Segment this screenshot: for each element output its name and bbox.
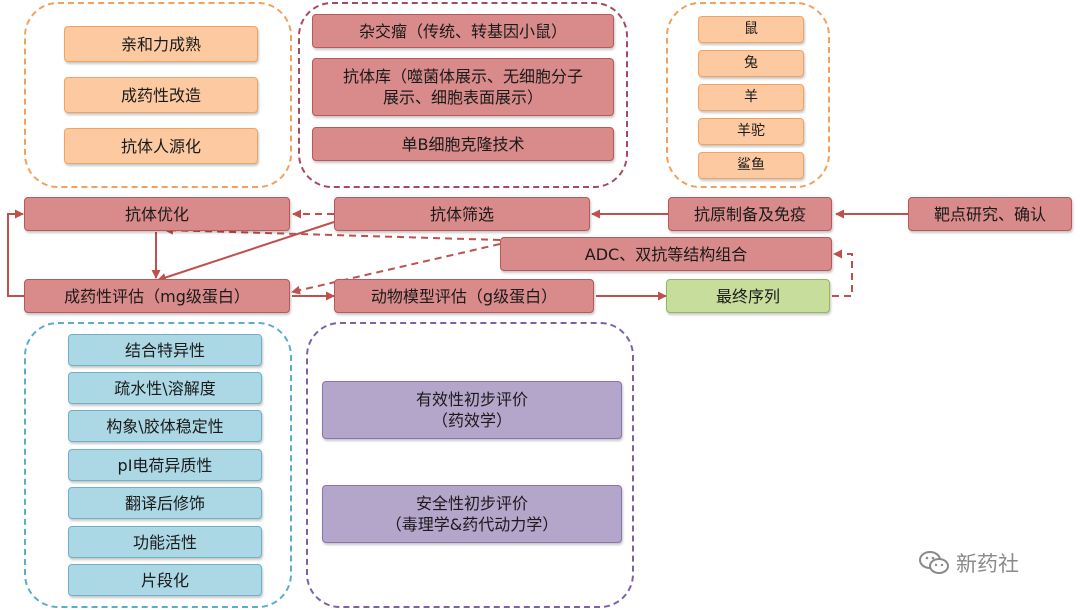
hybridoma-box: 杂交瘤（传统、转基因小鼠） xyxy=(312,14,614,48)
wechat-icon xyxy=(919,551,949,574)
arrow-screening-to-developability xyxy=(157,221,335,282)
arrow-developability-to-optimization xyxy=(7,209,24,297)
animal-evaluation-group xyxy=(306,322,634,608)
developability-criteria-group xyxy=(24,322,292,608)
antibody-library-box: 抗体库（噬菌体展示、无细胞分子 展示、细胞表面展示） xyxy=(312,58,614,116)
final-sequence-box: 最终序列 xyxy=(666,279,830,313)
functional-activity-box: 功能活性 xyxy=(68,526,262,558)
arrow-final-to-adc-dashed xyxy=(832,249,853,297)
target-research-box: 靶点研究、确认 xyxy=(908,197,1072,231)
adc-bispecific-box: ADC、双抗等结构组合 xyxy=(500,237,832,271)
antibody-humanization-box: 抗体人源化 xyxy=(64,128,258,164)
animal-shark-box: 鲨鱼 xyxy=(698,152,804,179)
screening-methods-group xyxy=(298,2,628,188)
antigen-preparation-box: 抗原制备及免疫 xyxy=(668,197,832,231)
hydrophobicity-solubility-box: 疏水性\溶解度 xyxy=(68,372,262,404)
animal-mouse-box: 鼠 xyxy=(698,16,804,43)
fragmentation-box: 片段化 xyxy=(68,564,262,596)
animal-sheep-box: 羊 xyxy=(698,84,804,111)
single-b-cell-cloning-box: 单B细胞克隆技术 xyxy=(312,127,614,161)
optimization-methods-group xyxy=(24,2,292,188)
post-translational-modification-box: 翻译后修饰 xyxy=(68,487,262,519)
antibody-optimization-box: 抗体优化 xyxy=(24,197,290,231)
druggability-modification-box: 成药性改造 xyxy=(64,77,258,113)
conformational-colloidal-stability-box: 构象\胶体稳定性 xyxy=(68,410,262,442)
developability-evaluation-box: 成药性评估（mg级蛋白） xyxy=(24,279,290,313)
antibody-screening-box: 抗体筛选 xyxy=(334,197,590,231)
watermark-text: 新药社 xyxy=(956,552,1019,576)
animal-alpaca-box: 羊驼 xyxy=(698,118,804,145)
animal-model-evaluation-box: 动物模型评估（g级蛋白） xyxy=(334,279,594,313)
safety-evaluation-box: 安全性初步评价 （毒理学&药代动力学） xyxy=(322,485,622,543)
animal-rabbit-box: 兔 xyxy=(698,50,804,77)
arrow-adc-to-optimization-dashed xyxy=(164,225,501,241)
affinity-maturation-box: 亲和力成熟 xyxy=(64,26,258,62)
animal-species-group xyxy=(666,2,830,188)
pi-charge-heterogeneity-box: pI电荷异质性 xyxy=(68,449,262,481)
watermark: 新药社 xyxy=(918,548,1019,578)
binding-specificity-box: 结合特异性 xyxy=(68,334,262,366)
efficacy-evaluation-box: 有效性初步评价 （药效学） xyxy=(322,381,622,439)
